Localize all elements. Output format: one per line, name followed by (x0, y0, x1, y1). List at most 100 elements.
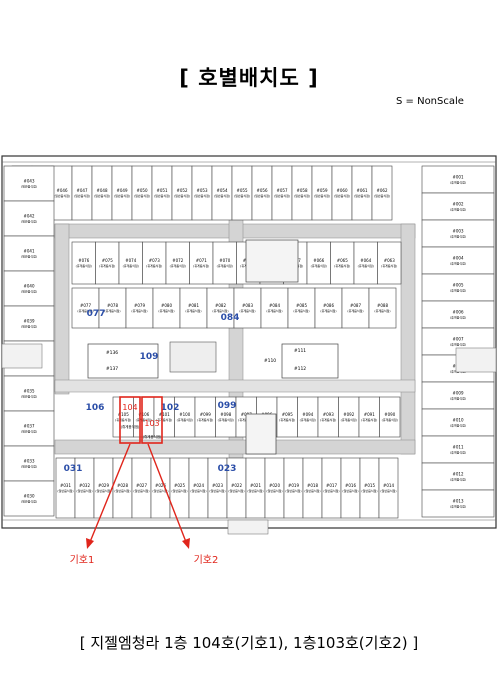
unit-number: #051 (157, 188, 168, 193)
unit-use-label: (휴게음식점) (131, 308, 147, 313)
unit-number: #021 (250, 483, 261, 488)
unit-103-highlight (141, 396, 163, 444)
unit-number: #006 (453, 310, 464, 315)
unit-use-label: (일반음식점) (133, 488, 149, 493)
unit-cell-outline (189, 241, 214, 285)
unit-cell: #037(일반음식점) (3, 410, 55, 447)
unit-number: #037 (24, 424, 35, 429)
unit-cell-outline (118, 241, 143, 285)
unit-use-label: (휴게음식점) (193, 263, 209, 268)
unit-number: #039 (24, 319, 35, 324)
top-row-units: #044(일반음식점)#045(일반음식점)#046(일반음식점)#047(일반… (11, 165, 393, 221)
unit-cell: #053(일반음식점) (191, 165, 213, 221)
unit-cell-outline (231, 165, 253, 221)
unit-use-label: (일반음식점) (134, 193, 150, 198)
unit-use-label: (일반음식점) (342, 488, 358, 493)
unit-use-label: (일반음식점) (74, 193, 90, 198)
unit-cell: #002(휴게음식점) (421, 192, 495, 221)
center-unit-110: #110 (264, 358, 276, 364)
unit-cell: #041(일반음식점) (3, 235, 55, 272)
unit-use-label: (휴게음식점) (170, 263, 186, 268)
unit-use-label: (일반음식점) (304, 488, 320, 493)
unit-cell-outline (321, 457, 342, 519)
unit-number: #080 (161, 303, 172, 308)
unit-number: #106 (138, 412, 149, 417)
unit-number: #070 (219, 258, 230, 263)
unit-use-label: (휴게음식점) (450, 450, 466, 455)
unit-cell: #075(휴게음식점) (95, 241, 120, 285)
unit-cell: #011(휴게음식점) (421, 435, 495, 464)
center-unit-block (281, 343, 339, 379)
unit-use-label: (휴게음식점) (382, 417, 398, 422)
unit-use-label: (휴게음식점) (347, 308, 363, 313)
unit-cell-outline (71, 241, 96, 285)
unit-cell-outline (378, 457, 399, 519)
unit-cell-outline (359, 457, 380, 519)
unit-cell-outline (3, 305, 55, 342)
unit-cell-outline (341, 287, 370, 329)
unit-cell-outline (98, 287, 127, 329)
unit-number: #098 (220, 412, 231, 417)
unit-number: #048 (97, 188, 108, 193)
unit-cell-outline (306, 241, 331, 285)
unit-use-label: (일반음식점) (152, 488, 168, 493)
unit-use-label: (휴게음식점) (104, 308, 120, 313)
unit-use-label: (휴게음식점) (279, 417, 295, 422)
unit-number: #090 (384, 412, 395, 417)
unit-cell-outline (3, 445, 55, 482)
unit-cell-outline (264, 457, 285, 519)
stair-core-lower (245, 413, 277, 455)
unit-use-label: (휴게음식점) (239, 308, 255, 313)
unit-number: #024 (193, 483, 204, 488)
unit-cell-outline (368, 287, 397, 329)
unit-number: #017 (326, 483, 337, 488)
unit-cell-outline (302, 457, 323, 519)
unit-cell: #019(일반음식점) (283, 457, 304, 519)
unit-cell: #071(휴게음식점) (189, 241, 214, 285)
unit-use-label: (일반음식점) (314, 193, 330, 198)
unit-cell: #005(휴게음식점) (421, 273, 495, 302)
unit-cell-outline (330, 241, 355, 285)
unit-number: #005 (453, 283, 464, 288)
unit-cell: #056(일반음식점) (251, 165, 273, 221)
unit-number: #049 (117, 188, 128, 193)
unit-cell: #083(휴게음식점) (233, 287, 262, 329)
unit-number: #029 (98, 483, 109, 488)
unit-use-label: (일반음식점) (380, 488, 396, 493)
unit-cell: #014(일반음식점) (378, 457, 399, 519)
unit-number: #014 (383, 483, 394, 488)
marker-label-1: 기호1 (70, 554, 95, 566)
unit-number: #073 (149, 258, 160, 263)
unit-number: #066 (313, 258, 324, 263)
marker-arrow-1 (89, 443, 131, 543)
bottom-entrance (227, 519, 269, 535)
unit-cell-outline (421, 219, 495, 248)
unit-use-label: (일반음식점) (21, 184, 37, 189)
label-106: 106 (86, 403, 105, 413)
unit-use-label: (일반음식점) (209, 488, 225, 493)
unit-number: #058 (297, 188, 308, 193)
escalator-steps (169, 341, 217, 373)
unit-103-use: (휴게음식점) (143, 434, 162, 439)
unit-cell: #018(일반음식점) (302, 457, 323, 519)
unit-use-label: (일반음식점) (214, 193, 230, 198)
unit-number: #026 (155, 483, 166, 488)
unit-103-number: 103 (144, 419, 159, 428)
unit-number: #092 (343, 412, 354, 417)
unit-use-label: (휴게음식점) (185, 308, 201, 313)
middle-row2-units: #077(휴게음식점)#078(휴게음식점)#079(휴게음식점)#080(휴게… (71, 287, 397, 329)
unit-use-label: (일반음식점) (54, 193, 70, 198)
unit-cell-outline (338, 396, 360, 438)
unit-cell: #085(휴게음식점) (287, 287, 316, 329)
unit-cell: #059(일반음식점) (311, 165, 333, 221)
unit-104-highlight (119, 396, 141, 444)
unit-cell: #048(일반음식점) (91, 165, 113, 221)
unit-use-label: (휴게음식점) (77, 308, 93, 313)
unit-cell: #010(휴게음식점) (421, 408, 495, 437)
unit-use-label: (일반음식점) (294, 193, 310, 198)
unit-number: #042 (24, 214, 35, 219)
unit-cell: #051(일반음식점) (151, 165, 173, 221)
label-084: 084 (221, 313, 240, 323)
unit-use-label: (일반음식점) (21, 324, 37, 329)
unit-use-label: (일반음식점) (114, 488, 130, 493)
